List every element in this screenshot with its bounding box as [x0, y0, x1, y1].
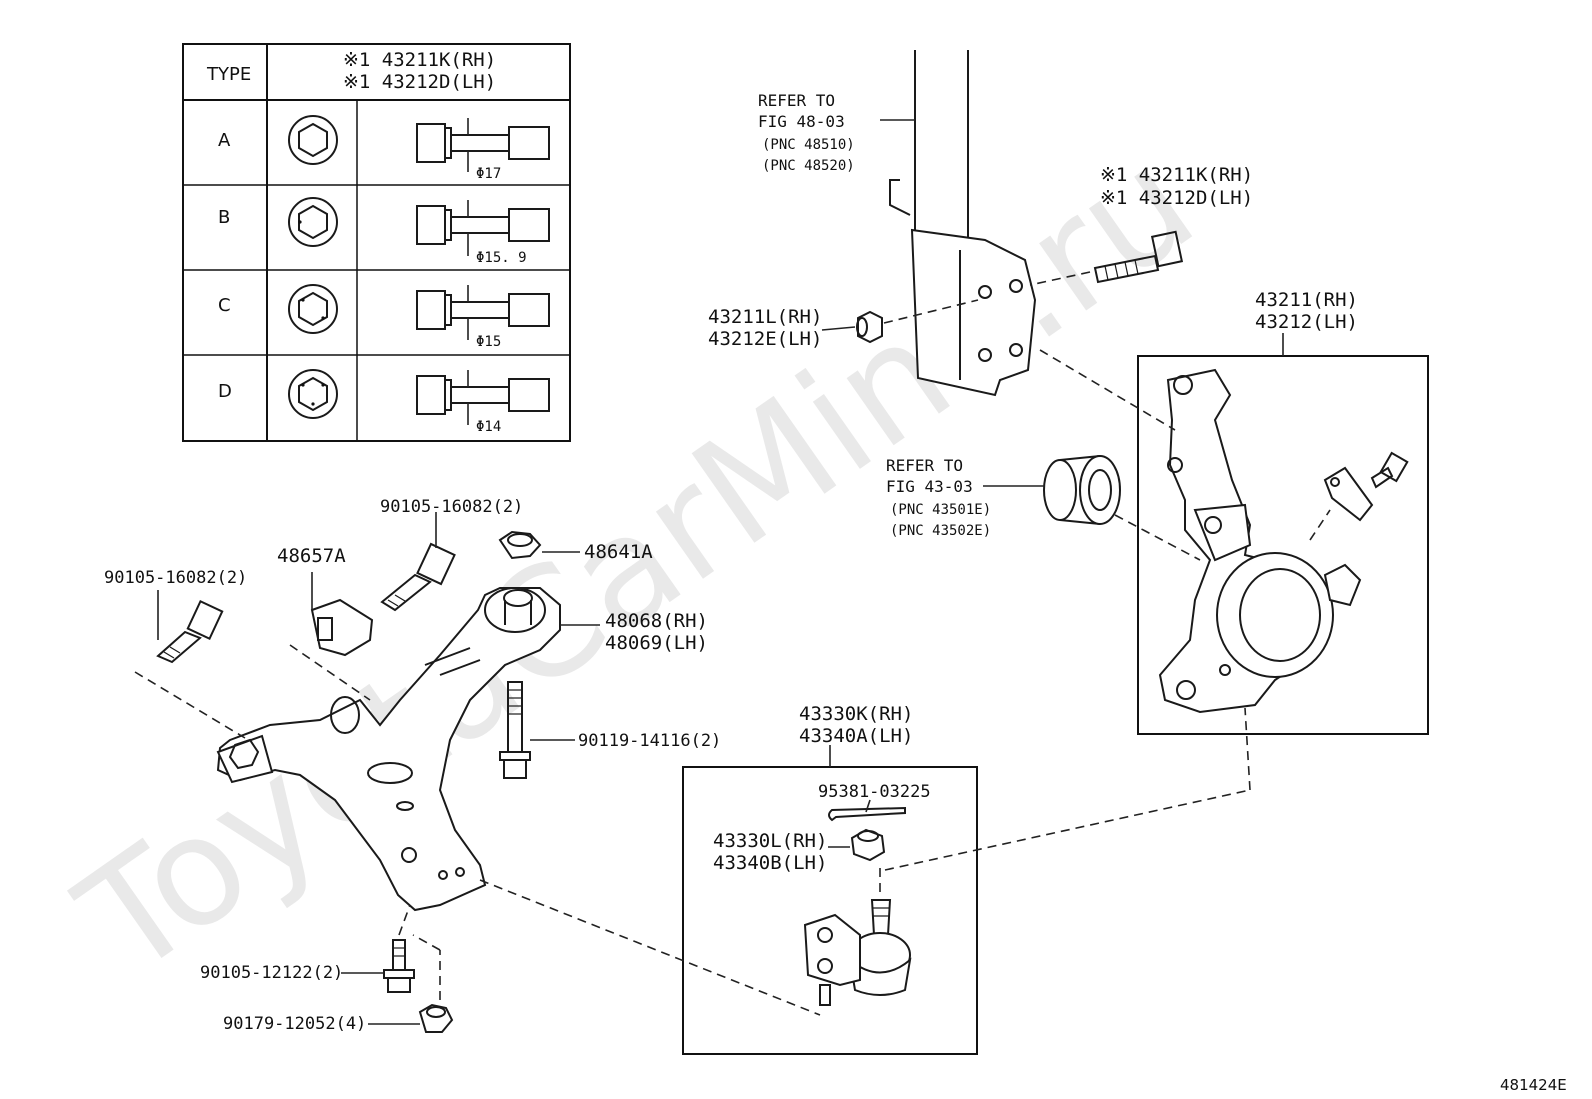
table-row-type-c: C	[218, 295, 231, 316]
label-90105-16082-left: 90105-16082(2)	[104, 568, 247, 588]
refer-strut-line1: REFER TO	[758, 91, 835, 110]
label-90105-16082-top: 90105-16082(2)	[380, 497, 523, 517]
bolt-head-end-view-b	[288, 197, 338, 247]
table-type-header: TYPE	[206, 64, 251, 85]
diameter-c: Φ15	[476, 334, 501, 350]
bolt-head-end-view-c	[288, 284, 338, 334]
refer-bearing-line1: REFER TO	[886, 456, 963, 475]
ball-joint-nut	[850, 828, 886, 862]
strut-nut	[856, 310, 883, 344]
arm-bolt-left	[156, 600, 224, 664]
label-48641a: 48641A	[584, 541, 653, 563]
table-row-type-d: D	[218, 381, 232, 402]
balljoint-label-rh: 43330K(RH)	[799, 703, 913, 725]
bolt-head-end-view-d	[288, 369, 338, 419]
knuckle-label-rh: 43211(RH)	[1255, 289, 1358, 311]
strut-bolt-label-lh: ※1 43212D(LH)	[1100, 187, 1253, 209]
arm-label-rh: 48068(RH)	[605, 610, 708, 632]
refer-bearing-line4: (PNC 43502E)	[890, 523, 991, 539]
bolt-side-view-b: Φ15. 9	[416, 200, 550, 266]
bolt-side-view-c: Φ15	[416, 285, 550, 350]
diameter-a: Φ17	[476, 166, 501, 182]
table-part-header-rh: ※1 43211K(RH)	[343, 49, 496, 71]
strut-assembly-reference	[880, 50, 1037, 397]
lower-control-arm	[216, 587, 561, 912]
label-90119-14116: 90119-14116(2)	[578, 731, 721, 751]
ball-joint-box	[682, 766, 978, 1055]
strut-nut-label-rh: 43211L(RH)	[708, 306, 822, 328]
figure-code: 481424E	[1500, 1076, 1567, 1094]
arm-label-lh: 48069(LH)	[605, 632, 708, 654]
table-part-header-lh: ※1 43212D(LH)	[343, 71, 496, 93]
hub-bearing-reference	[1043, 455, 1121, 525]
diameter-b: Φ15. 9	[476, 250, 527, 266]
refer-strut-line3: (PNC 48510)	[762, 137, 855, 153]
label-cotter-pin: 95381-03225	[818, 782, 931, 802]
bolt-type-table: TYPE ※1 43211K(RH) ※1 43212D(LH) A B C D	[182, 43, 571, 442]
cotter-pin	[828, 806, 906, 822]
label-90105-12122: 90105-12122(2)	[200, 963, 343, 983]
table-row-type-b: B	[218, 207, 230, 228]
lower-ball-joint	[803, 899, 912, 1006]
strut-bolt-label-rh: ※1 43211K(RH)	[1100, 164, 1253, 186]
strut-nut-label-lh: 43212E(LH)	[708, 328, 822, 350]
knuckle-label-lh: 43212(LH)	[1255, 311, 1358, 333]
nut-48641a	[498, 530, 542, 560]
bolt-side-view-d: Φ14	[416, 370, 550, 435]
strut-bolt	[1093, 230, 1184, 284]
refer-bearing-line3: (PNC 43501E)	[890, 502, 991, 518]
label-48657a: 48657A	[277, 545, 346, 567]
bolt-90105-12122	[383, 939, 415, 993]
bushing-bracket-48657a	[310, 598, 374, 657]
refer-strut-line4: (PNC 48520)	[762, 158, 855, 174]
balljoint-label-lh: 43340A(LH)	[799, 725, 913, 747]
arm-bolt-top	[380, 542, 456, 612]
knuckle-small-bracket-and-bolt	[1323, 451, 1409, 522]
nut-90179-12052	[418, 1003, 454, 1033]
bolt-head-end-view-a	[288, 115, 338, 165]
steering-knuckle	[1158, 368, 1362, 714]
bolt-90119-14116	[499, 681, 531, 779]
table-row-type-a: A	[218, 130, 231, 151]
label-90179-12052: 90179-12052(4)	[223, 1014, 366, 1034]
refer-strut-line2: FIG 48-03	[758, 112, 845, 131]
bj-nut-label-rh: 43330L(RH)	[713, 830, 827, 852]
refer-bearing-line2: FIG 43-03	[886, 477, 973, 496]
bj-nut-label-lh: 43340B(LH)	[713, 852, 827, 874]
bolt-side-view-a: Φ17	[416, 118, 550, 182]
diameter-d: Φ14	[476, 419, 501, 435]
